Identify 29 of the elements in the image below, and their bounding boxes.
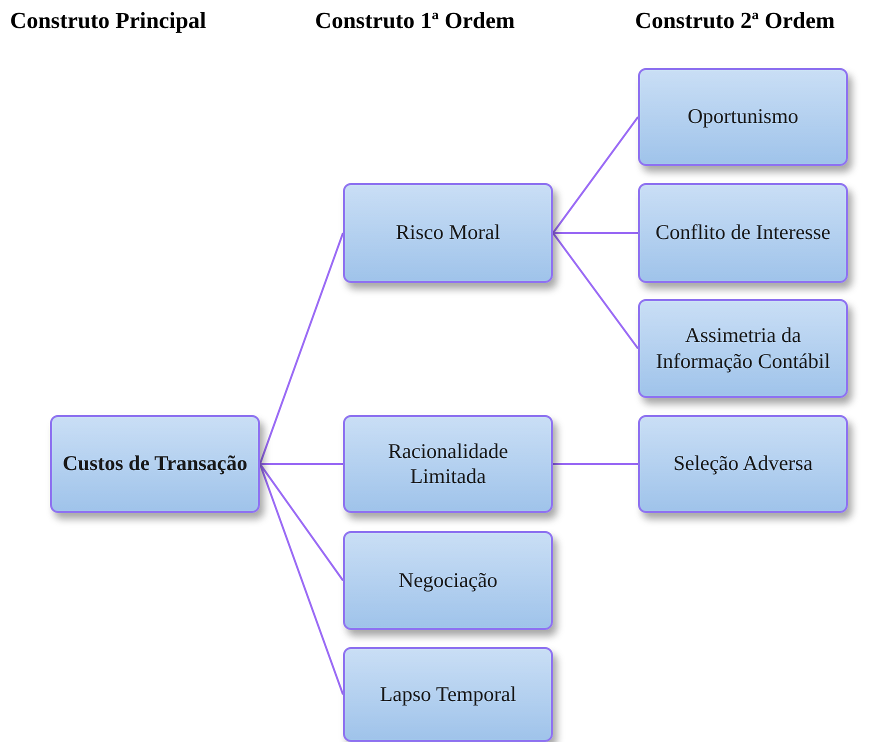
connector-line — [260, 463, 343, 465]
connector-line — [259, 464, 344, 695]
rounded-box — [343, 415, 553, 513]
rounded-box — [638, 299, 848, 398]
construct-label: Racionalidade Limitada — [386, 438, 510, 490]
construct-label: Negociação — [398, 568, 498, 594]
rounded-box — [50, 415, 260, 513]
rounded-box — [343, 531, 553, 630]
connector-line — [552, 116, 639, 234]
column-heading: Construto 2ª Ordem — [635, 8, 835, 34]
column-heading: Construto 1ª Ordem — [315, 8, 515, 34]
column-heading: Construto Principal — [10, 8, 206, 34]
main-construct-label: Custos de Transação — [62, 451, 248, 477]
rounded-box — [343, 647, 553, 742]
construct-label: Lapso Temporal — [380, 682, 516, 708]
construct-label: Seleção Adversa — [673, 451, 813, 477]
rounded-box — [638, 68, 848, 166]
construct-label: Assimetria da Informação Contábil — [654, 323, 832, 374]
rounded-box — [343, 183, 553, 283]
connector-line — [553, 463, 638, 465]
connector-line — [259, 463, 344, 582]
construct-label: Conflito de Interesse — [656, 220, 830, 246]
construct-label: Risco Moral — [396, 220, 500, 246]
construct-label: Oportunismo — [688, 104, 798, 130]
rounded-box — [638, 415, 848, 513]
connector-line — [553, 232, 638, 234]
connector-line — [259, 232, 344, 464]
connector-line — [552, 232, 639, 350]
rounded-box — [638, 183, 848, 283]
